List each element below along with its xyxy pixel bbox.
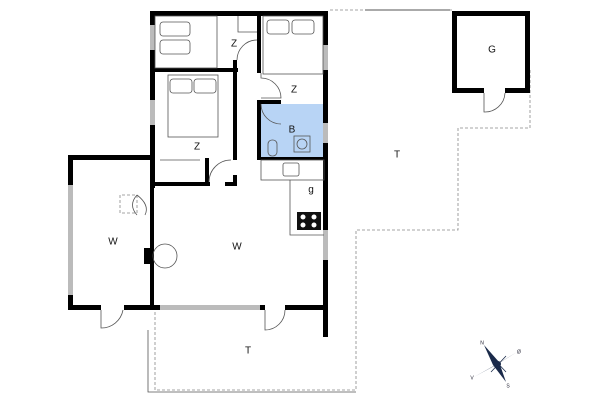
furniture (100, 15, 325, 331)
room-label-bathroom: B (289, 125, 296, 136)
room-label-bedroom-1: Z (231, 39, 237, 50)
garage (452, 11, 530, 113)
compass-west: V (470, 375, 474, 381)
room-label-terrace-right: T (394, 150, 400, 161)
compass-south: S (506, 383, 510, 389)
walls (68, 11, 328, 337)
room-label-terrace-bottom: T (245, 346, 251, 357)
bathroom-floor (260, 104, 324, 158)
windows (68, 25, 328, 310)
compass-east: Ø (517, 349, 521, 355)
compass-rose-icon: N Ø V S (470, 340, 521, 389)
room-label-kitchen: g (308, 185, 314, 196)
terrace-outline (147, 9, 531, 393)
compass-north: N (480, 340, 484, 346)
room-label-bedroom-3: Z (194, 142, 200, 153)
room-label-living-main: W (232, 242, 242, 253)
room-label-living-left: W (108, 237, 118, 248)
room-label-bedroom-2: Z (291, 85, 297, 96)
room-label-garage: G (488, 45, 496, 56)
